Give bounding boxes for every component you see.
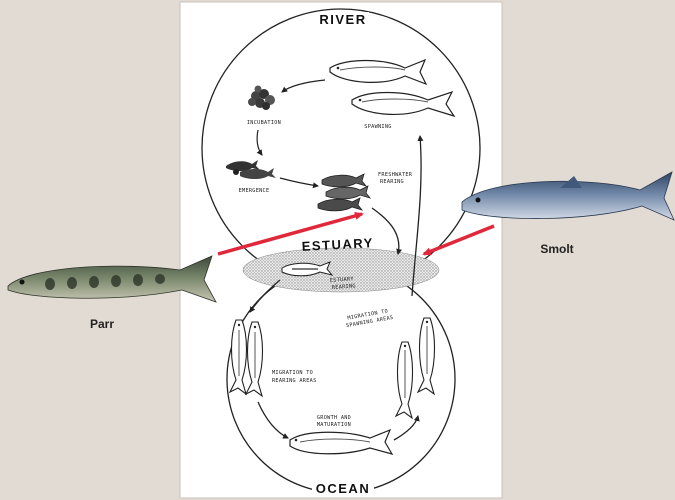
parr-label: Parr — [90, 317, 114, 331]
incubation-label: INCUBATION — [247, 120, 281, 126]
migration-rearing-label-1: MIGRATION TO — [272, 370, 313, 376]
freshwater-rearing-label-1: FRESHWATER — [378, 172, 413, 178]
river-label: RIVER — [319, 12, 366, 27]
freshwater-rearing-label-2: REARING — [380, 179, 404, 185]
growth-label-2: MATURATION — [317, 422, 351, 428]
spawning-label: SPAWNING — [364, 124, 391, 130]
migration-rearing-label-2: REARING AREAS — [272, 378, 317, 384]
growth-label-1: GROWTH AND — [317, 415, 351, 421]
smolt-label: Smolt — [540, 242, 573, 256]
ocean-label: OCEAN — [316, 481, 370, 496]
emergence-label: EMERGENCE — [239, 188, 270, 194]
